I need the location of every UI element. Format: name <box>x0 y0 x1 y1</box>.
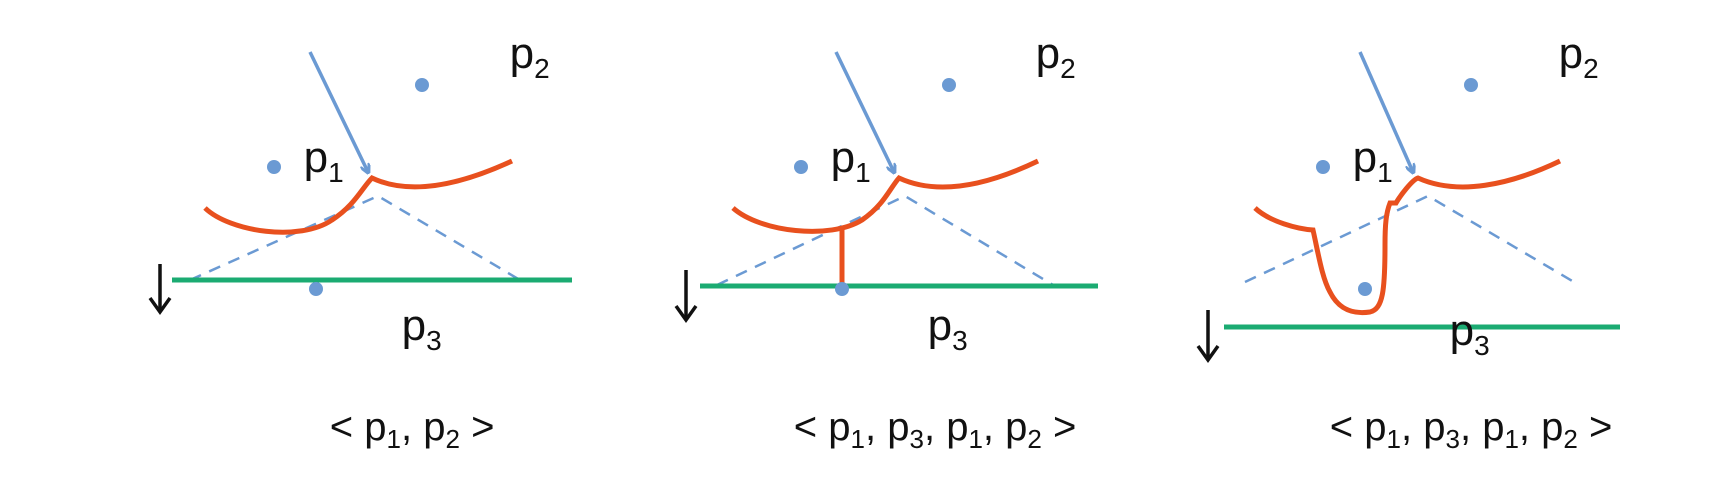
label-p2: p2 <box>424 29 611 88</box>
insertion-arrow <box>834 51 894 172</box>
label-p2: p2 <box>950 29 1137 88</box>
site-p1 <box>794 160 808 174</box>
site-p3 <box>1358 282 1372 296</box>
site-p2 <box>415 78 429 92</box>
label-p1: p1 <box>218 133 405 192</box>
caption-panel-3: < p1, p3, p1, p2 > <box>1252 405 1668 454</box>
panel-2: p1 p2 p3 < p1, p3, p1, p2 > <box>674 29 1137 454</box>
caption-panel-1: < p1, p2 > <box>252 405 550 454</box>
label-p1: p1 <box>1267 133 1454 192</box>
beachline <box>203 158 514 235</box>
label-p2: p2 <box>1473 29 1660 88</box>
panel-3: p1 p2 p3 < p1, p3, p1, p2 > <box>1196 29 1668 454</box>
site-p1 <box>267 160 281 174</box>
dashed-edge <box>1244 194 1575 284</box>
site-p1 <box>1316 160 1330 174</box>
beachline <box>1253 158 1562 316</box>
panel-1: p1 p2 p3 < p1, p2 > <box>148 29 611 454</box>
insertion-arrow <box>308 51 368 172</box>
site-p3 <box>309 282 323 296</box>
beachline <box>731 158 1040 234</box>
label-p3: p3 <box>842 301 1029 360</box>
dashed-edge <box>716 194 1054 287</box>
sweep-direction-icon <box>1196 310 1220 364</box>
site-p3 <box>835 282 849 296</box>
sweep-direction-icon <box>674 270 698 324</box>
sweep-direction-icon <box>148 264 172 316</box>
caption-panel-2: < p1, p3, p1, p2 > <box>716 405 1132 454</box>
insertion-arrow <box>1358 51 1413 172</box>
site-p2 <box>1464 78 1478 92</box>
label-p3: p3 <box>316 301 503 360</box>
label-p3: p3 <box>1364 306 1551 365</box>
label-p1: p1 <box>745 133 932 192</box>
site-p2 <box>942 78 956 92</box>
dashed-edge <box>189 194 521 282</box>
